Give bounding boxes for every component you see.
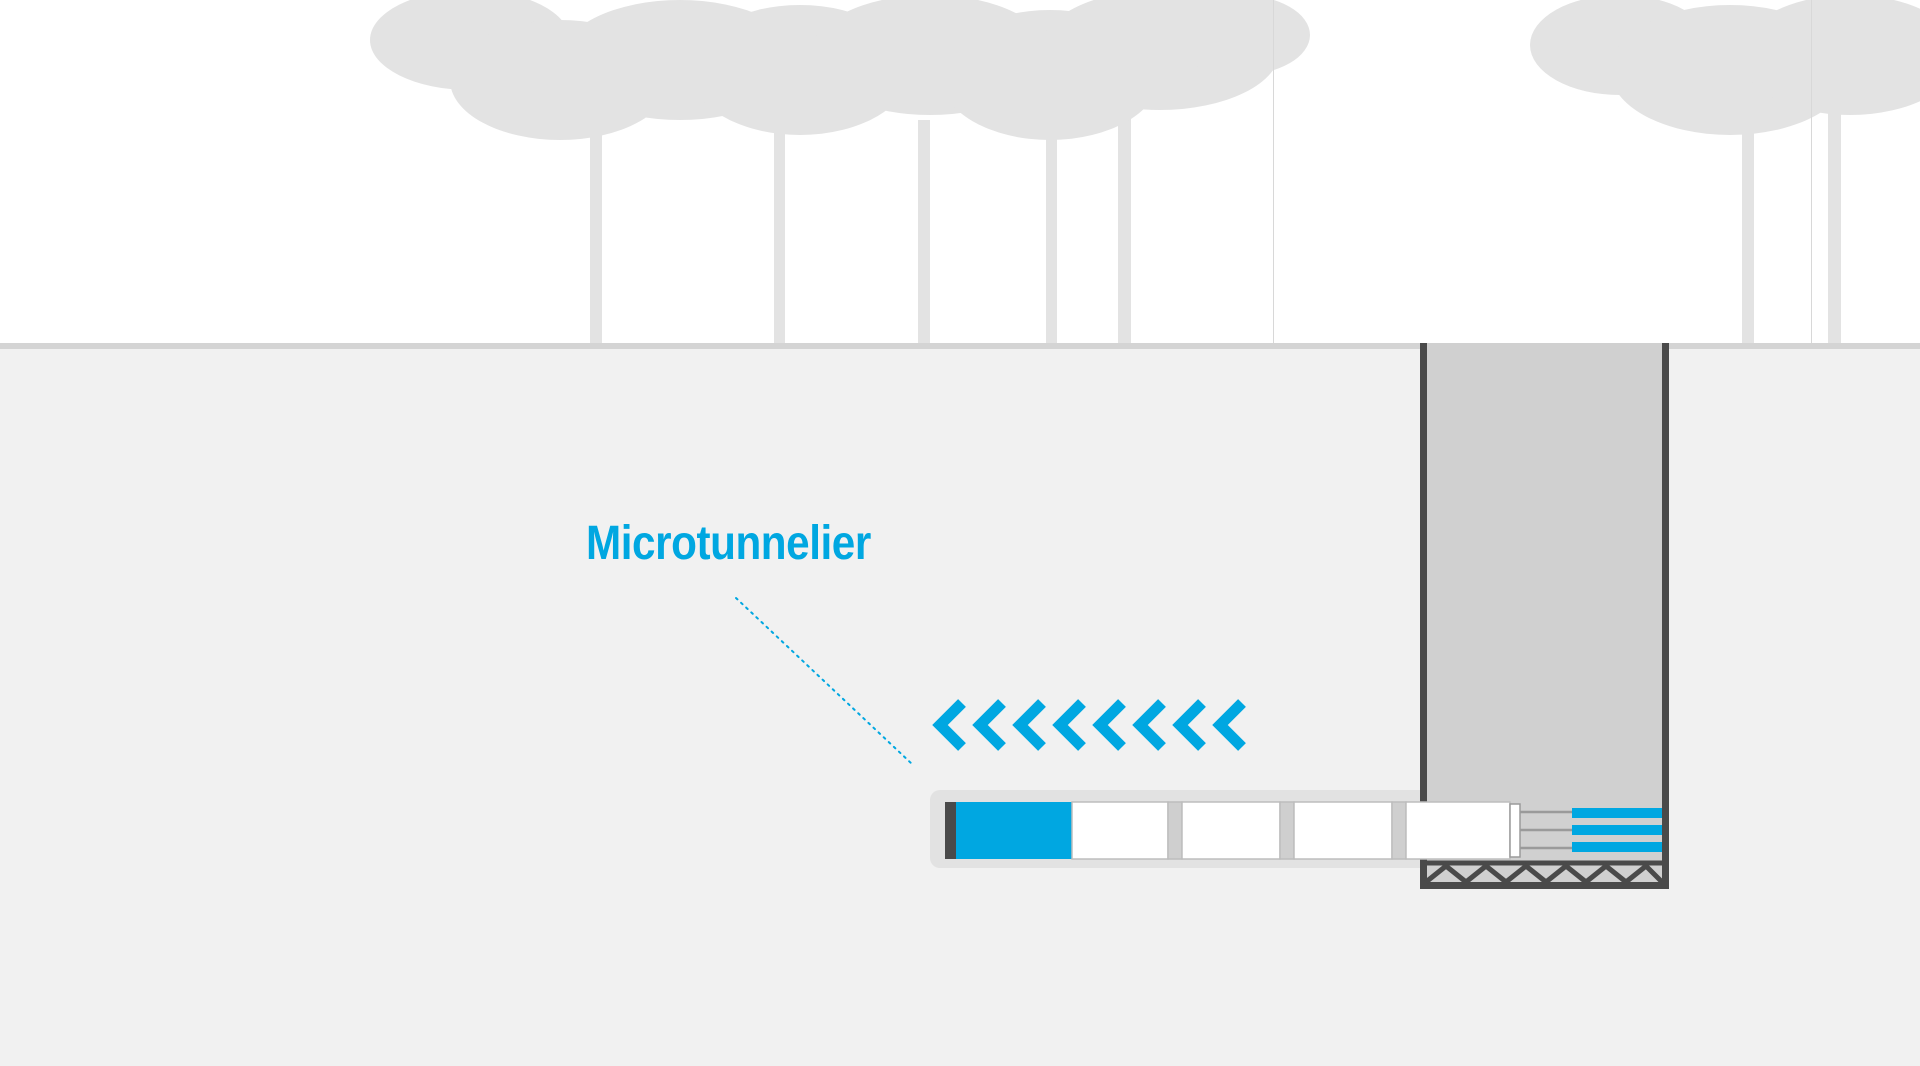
pipe-joint xyxy=(1167,801,1183,860)
tree-silhouettes xyxy=(370,0,1920,343)
jack-cylinder xyxy=(1572,842,1662,852)
jack-cylinder xyxy=(1572,808,1662,818)
shaft-floor xyxy=(1420,882,1669,889)
direction-chevron-icon xyxy=(1172,699,1206,751)
leader-line xyxy=(735,597,913,765)
direction-chevron-icon xyxy=(1012,699,1046,751)
pipe-segment xyxy=(1405,801,1511,860)
microtunnel-boring-machine xyxy=(945,802,1072,859)
tree-trunk xyxy=(1742,100,1754,343)
tree-trunk xyxy=(774,110,785,343)
direction-chevron-icon xyxy=(1092,699,1126,751)
tree-trunk xyxy=(1118,80,1131,343)
direction-chevron-icon xyxy=(1052,699,1086,751)
cutter-head xyxy=(945,802,956,859)
shaft-wall-right xyxy=(1662,343,1669,889)
pipe-segment xyxy=(1071,801,1169,860)
direction-chevron-icon xyxy=(1212,699,1246,751)
shaft-interior xyxy=(1426,343,1664,883)
direction-chevron-icon xyxy=(932,699,966,751)
tree-trunk xyxy=(1828,90,1841,343)
jack-cylinders xyxy=(1572,808,1662,852)
pipe-segment xyxy=(1293,801,1393,860)
thrust-frame xyxy=(1424,860,1664,886)
pole xyxy=(1811,0,1812,343)
pipe-segment xyxy=(1181,801,1281,860)
shaft-wall-left xyxy=(1420,343,1427,889)
pipe-joint xyxy=(1279,801,1295,860)
ground-line xyxy=(0,343,1920,349)
microtunnelier-label: Microtunnelier xyxy=(586,517,871,570)
jack-cylinder xyxy=(1572,825,1662,835)
pipe-joint xyxy=(1391,801,1407,860)
hydraulic-jacks xyxy=(1509,803,1662,858)
tree-canopy xyxy=(1740,0,1920,115)
direction-chevron-icon xyxy=(972,699,1006,751)
pole xyxy=(1273,0,1274,343)
jack-rods xyxy=(1520,810,1572,850)
launch-shaft xyxy=(1420,343,1669,889)
tree-trunk xyxy=(1046,130,1057,343)
drive-direction-chevrons xyxy=(932,699,1246,751)
jack-plate xyxy=(1509,803,1521,858)
tbm-body xyxy=(956,802,1072,859)
tree-canopy xyxy=(1170,0,1310,75)
jacking-pipe-segments xyxy=(1071,801,1511,860)
tree-trunk xyxy=(590,80,602,343)
direction-chevron-icon xyxy=(1132,699,1166,751)
tree-trunk xyxy=(918,120,930,343)
